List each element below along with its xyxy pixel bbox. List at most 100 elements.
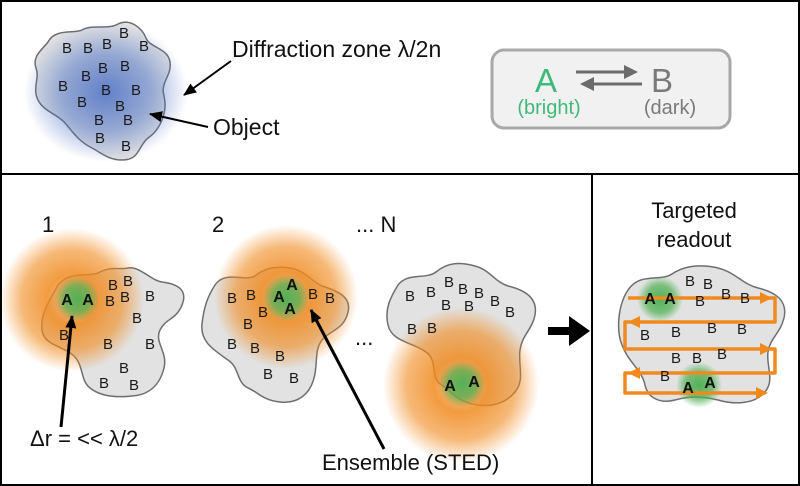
readout-title-line-1: Targeted xyxy=(651,198,737,223)
dark-molecule-label: B xyxy=(427,320,437,337)
dark-molecule-label: B xyxy=(120,58,130,75)
dark-molecule-label: B xyxy=(132,310,142,327)
dark-molecule-label: B xyxy=(490,293,500,310)
dark-molecule-label: B xyxy=(405,288,415,305)
bright-molecule-label: A xyxy=(286,277,298,294)
scan-direction-arrowhead xyxy=(628,316,640,328)
bright-molecule-label: A xyxy=(704,375,716,392)
transition-arrowhead xyxy=(569,316,590,346)
dark-molecule-label: B xyxy=(145,336,155,353)
switch-back-arrowhead xyxy=(580,77,594,91)
diffraction-zone-glow xyxy=(24,22,188,162)
ensemble-pointer xyxy=(309,309,386,450)
dark-molecule-label: B xyxy=(227,336,237,353)
dark-molecule-label: B xyxy=(308,286,318,303)
bright-state-symbol: A xyxy=(535,62,557,99)
dark-molecule-label: B xyxy=(120,289,130,306)
bright-molecule-label: A xyxy=(644,291,656,308)
bright-spot-glow xyxy=(263,275,309,321)
dark-molecule-label: B xyxy=(426,284,436,301)
bright-molecule-label: A xyxy=(664,291,676,308)
ensemble-label: Ensemble (STED) xyxy=(322,450,499,475)
dark-molecule-label: B xyxy=(119,360,129,377)
dark-molecule-label: B xyxy=(717,346,727,363)
dark-molecule-label: B xyxy=(105,293,115,310)
bright-molecule-label: A xyxy=(682,380,694,397)
dark-molecule-label: B xyxy=(103,336,113,353)
bright-molecule-label: A xyxy=(284,301,296,318)
bright-state-label: (bright) xyxy=(517,97,580,119)
dark-molecule-label: B xyxy=(685,273,695,290)
dark-molecule-label: B xyxy=(101,82,111,99)
scan-direction-arrowhead xyxy=(628,367,640,379)
diffraction-zone-label: Diffraction zone λ/2n xyxy=(232,36,441,62)
dark-molecule-label: B xyxy=(121,138,131,155)
switch-forward-arrowhead xyxy=(624,65,638,79)
raster-scan-line xyxy=(623,296,777,395)
state-legend-box xyxy=(490,48,732,130)
dark-molecule-label: B xyxy=(458,281,468,298)
dark-molecule-label: B xyxy=(139,38,149,55)
dark-state-label: (dark) xyxy=(644,97,696,119)
bright-molecule-label: A xyxy=(444,378,456,395)
dark-molecule-label: B xyxy=(740,290,750,307)
dark-molecule-label: B xyxy=(95,130,105,147)
dark-molecule-label: B xyxy=(660,368,670,385)
dark-molecule-label: B xyxy=(707,320,717,337)
dark-molecule-label: B xyxy=(671,324,681,341)
dark-molecule-label: B xyxy=(692,350,702,367)
dark-molecule-label: B xyxy=(115,98,125,115)
dark-molecule-label: B xyxy=(62,40,72,57)
dark-molecule-label: B xyxy=(703,276,713,293)
dark-molecule-label: B xyxy=(474,285,484,302)
readout-title-line-2: readout xyxy=(657,227,732,252)
object-pointer xyxy=(149,111,209,128)
bright-molecule-label: A xyxy=(61,292,73,309)
dark-molecule-label: B xyxy=(59,327,69,344)
dark-molecule-label: B xyxy=(275,348,285,365)
dark-molecule-label: B xyxy=(94,112,104,129)
dark-molecule-label: B xyxy=(108,277,118,294)
step-label-n: ... N xyxy=(356,212,396,237)
dark-molecule-label: B xyxy=(505,304,515,321)
scan-direction-arrowhead xyxy=(760,292,772,304)
dark-molecule-label: B xyxy=(671,350,681,367)
dark-molecule-label: B xyxy=(250,340,260,357)
dark-molecule-label: B xyxy=(441,297,451,314)
dark-molecule-label: B xyxy=(721,286,731,303)
dark-molecule-label: B xyxy=(464,298,474,315)
dark-molecule-label: B xyxy=(99,375,109,392)
step-label-1: 1 xyxy=(42,212,54,237)
dark-molecule-label: B xyxy=(444,274,454,291)
dark-molecule-label: B xyxy=(102,36,112,53)
dark-molecule-label: B xyxy=(263,366,273,383)
step-ellipsis: ... xyxy=(355,325,373,350)
bright-molecule-label: A xyxy=(273,289,285,306)
dark-molecule-label: B xyxy=(81,68,91,85)
dark-molecule-label: B xyxy=(640,327,650,344)
dark-molecule-label: B xyxy=(77,94,87,111)
dark-molecule-label: B xyxy=(131,82,141,99)
dark-molecule-label: B xyxy=(98,60,108,77)
dark-molecule-label: B xyxy=(227,290,237,307)
dark-molecule-label: B xyxy=(695,293,705,310)
state-legend: A (bright) B (dark) xyxy=(490,48,732,130)
diffraction-zone-pointer xyxy=(183,60,232,96)
raster-scan-path xyxy=(623,292,777,399)
dark-molecule-label: B xyxy=(246,287,256,304)
scan-direction-arrowhead xyxy=(756,387,768,399)
dark-molecule-label: B xyxy=(258,304,268,321)
dark-molecule-label: B xyxy=(289,370,299,387)
bright-spot-glow xyxy=(55,277,99,321)
dark-molecule-label: B xyxy=(119,25,129,42)
